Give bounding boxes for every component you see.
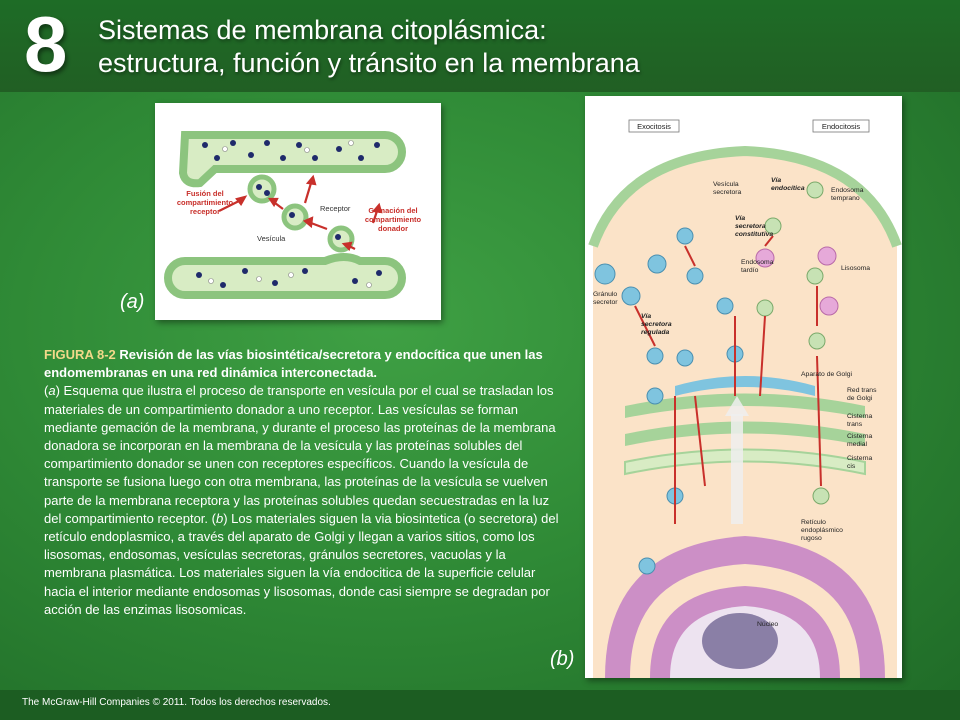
chapter-number: 8 [24, 0, 68, 88]
slide-header [0, 0, 960, 92]
golgi-cis-cisterna [624, 448, 866, 476]
pathway-arrows [634, 235, 822, 524]
transport-vesicle [281, 203, 309, 231]
figure-b-diagram: Exocitosis Endocitosis [588, 119, 902, 678]
slide-title: Sistemas de membrana citoplásmica: estru… [98, 14, 640, 80]
lysosomes [755, 246, 839, 316]
part-a-letter: a [48, 383, 56, 399]
exocytosis-label: Exocitosis [637, 122, 671, 131]
receptor-compartment [178, 131, 406, 188]
endocytosis-box [812, 119, 870, 133]
aparato-golgi-label: Aparato de Golgi [801, 371, 852, 378]
nucleolus [702, 613, 778, 669]
gemacion-label: Gemación del compartimiento donador [365, 206, 422, 233]
figure-number: FIGURA 8-2 [44, 347, 116, 362]
figure-b-panel: Exocitosis Endocitosis [585, 96, 902, 678]
lisosoma-label: Lisosoma [841, 265, 870, 272]
figure-a-diagram: Fusión del compartimiento receptor Gemac… [164, 131, 422, 299]
panel-a-label: (a) [120, 291, 145, 313]
caption-part-b: ) Los materiales siguen la via biosintet… [44, 510, 559, 617]
svg-text:Fusión del: Fusión del [186, 189, 224, 198]
nucleo-label: Núcleo [757, 621, 778, 628]
fusing-vesicle [247, 174, 277, 204]
golgi-medial-cisterna [625, 421, 865, 446]
panel-b-label: (b) [550, 648, 575, 670]
exocytosis-box [628, 119, 680, 133]
plasma-membrane [588, 145, 902, 248]
figure-caption: FIGURA 8-2 Revisión de las vías biosinté… [44, 347, 559, 617]
svg-text:Gemación del: Gemación del [368, 206, 417, 215]
figure-title: Revisión de las vías biosintética/secret… [44, 347, 543, 381]
figure-a-panel: Fusión del compartimiento receptor Gemac… [155, 103, 441, 320]
svg-text:compartimiento: compartimiento [177, 198, 234, 207]
caption-part-a: Esquema que ilustra el proceso de transp… [44, 383, 556, 526]
unbound-protein-dots [208, 140, 372, 288]
svg-text:compartimiento: compartimiento [365, 215, 422, 224]
trans-golgi-network [675, 376, 815, 396]
endocytosis-label: Endocitosis [822, 122, 861, 131]
title-line-1: Sistemas de membrana citoplásmica: [98, 15, 547, 45]
fusion-label: Fusión del compartimiento receptor [177, 189, 234, 216]
copyright-notice: The McGraw-Hill Companies © 2011. Todos … [22, 697, 331, 708]
svg-text:receptor: receptor [190, 207, 220, 216]
receptor-label: Receptor [320, 204, 351, 213]
donor-compartment [164, 253, 406, 299]
golgi-trans-cisterna [625, 393, 865, 418]
cargo-dots [196, 140, 382, 288]
vesicle-label: Vesícula [257, 234, 286, 243]
title-line-2: estructura, función y tránsito en la mem… [98, 48, 640, 78]
part-b-letter: b [215, 510, 224, 526]
svg-text:donador: donador [378, 224, 408, 233]
golgi-flow-arrow [731, 414, 743, 524]
footer-bar [0, 690, 960, 720]
transport-arrows [218, 174, 383, 252]
